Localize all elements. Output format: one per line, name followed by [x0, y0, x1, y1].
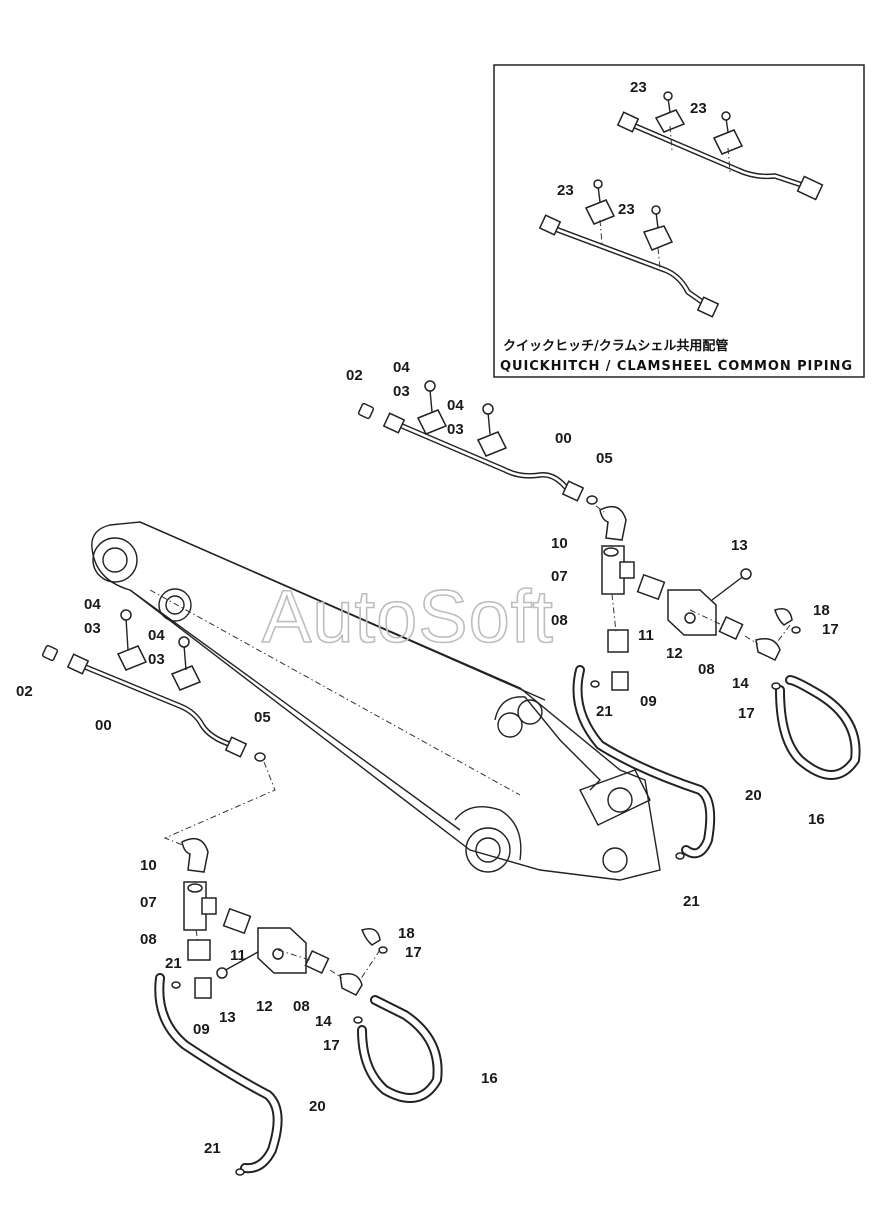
inset-label-23-d: 23	[618, 201, 635, 218]
label-12: 12	[666, 645, 683, 662]
watermark: AutoSoft	[262, 575, 554, 658]
label-02: 02	[16, 683, 33, 700]
label-17: 17	[822, 621, 839, 638]
label-11: 11	[230, 947, 246, 964]
label-08: 08	[293, 998, 310, 1015]
label-07: 07	[551, 568, 568, 585]
label-21: 21	[596, 703, 613, 720]
inset-panel: 23 23 23 23 クイックヒッチ/クラムシェル共用配管 QUICKHITC…	[493, 64, 865, 378]
label-02: 02	[346, 367, 363, 384]
label-21: 21	[165, 955, 182, 972]
label-12: 12	[256, 998, 273, 1015]
label-14: 14	[732, 675, 749, 692]
label-04: 04	[84, 596, 101, 613]
label-04: 04	[393, 359, 410, 376]
label-00: 00	[95, 717, 112, 734]
lower-piping-group	[41, 609, 443, 1176]
label-04: 04	[447, 397, 464, 414]
label-18: 18	[398, 925, 415, 942]
label-17: 17	[738, 705, 755, 722]
label-08: 08	[551, 612, 568, 629]
label-20: 20	[309, 1098, 326, 1115]
label-03: 03	[393, 383, 410, 400]
label-21: 21	[683, 893, 700, 910]
label-17: 17	[405, 944, 422, 961]
label-04: 04	[148, 627, 165, 644]
label-20: 20	[745, 787, 762, 804]
label-21: 21	[204, 1140, 221, 1157]
label-00: 00	[555, 430, 572, 447]
label-09: 09	[640, 693, 657, 710]
label-10: 10	[140, 857, 157, 874]
label-05: 05	[596, 450, 613, 467]
inset-caption-english: QUICKHITCH / CLAMSHEEL COMMON PIPING	[500, 359, 852, 374]
label-09: 09	[193, 1021, 210, 1038]
label-13: 13	[219, 1009, 236, 1026]
inset-caption-japanese: クイックヒッチ/クラムシェル共用配管	[503, 338, 728, 354]
label-10: 10	[551, 535, 568, 552]
inset-label-23-c: 23	[557, 182, 574, 199]
label-16: 16	[481, 1070, 498, 1087]
label-03: 03	[148, 651, 165, 668]
label-03: 03	[84, 620, 101, 637]
inset-label-23-a: 23	[630, 79, 647, 96]
label-03: 03	[447, 421, 464, 438]
inset-label-23-b: 23	[690, 100, 707, 117]
label-16: 16	[808, 811, 825, 828]
upper-piping-group	[357, 380, 861, 860]
label-17: 17	[323, 1037, 340, 1054]
label-18: 18	[813, 602, 830, 619]
label-13: 13	[731, 537, 748, 554]
label-08: 08	[140, 931, 157, 948]
label-14: 14	[315, 1013, 332, 1030]
label-11: 11	[638, 627, 654, 644]
boom-arm	[91, 521, 661, 881]
label-07: 07	[140, 894, 157, 911]
label-08: 08	[698, 661, 715, 678]
label-05: 05	[254, 709, 271, 726]
